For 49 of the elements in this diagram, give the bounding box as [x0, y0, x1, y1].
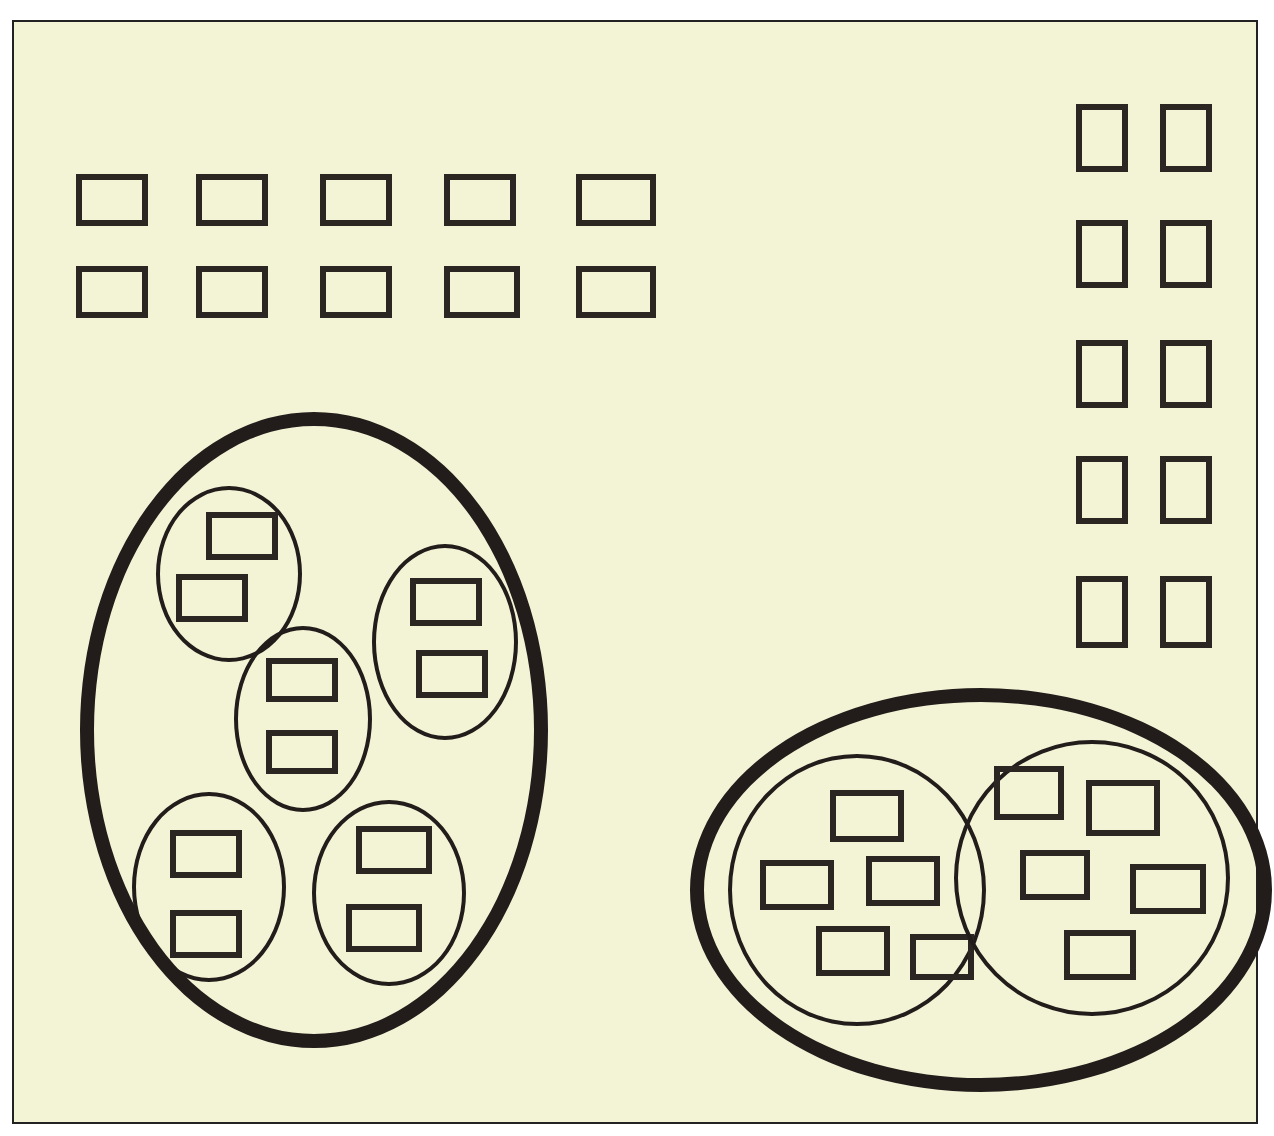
rectangle-symbol — [355, 825, 431, 873]
subgroup-outline — [728, 754, 986, 1026]
rectangle-symbol — [815, 925, 889, 975]
rectangle-symbol — [320, 174, 392, 226]
rectangle-symbol — [345, 903, 421, 951]
rectangle-symbol — [265, 729, 337, 773]
rectangle-symbol — [1076, 104, 1128, 172]
rectangle-symbol — [205, 511, 277, 559]
rectangle-symbol — [1063, 929, 1135, 979]
rectangle-symbol — [320, 266, 392, 318]
group-outline — [80, 412, 548, 1048]
subgroup-outline — [234, 626, 372, 812]
rectangle-symbol — [196, 266, 268, 318]
subgroup-outline — [312, 800, 466, 986]
subgroup-outline — [954, 740, 1230, 1016]
rectangle-symbol — [1160, 456, 1212, 524]
rectangle-symbol — [265, 657, 337, 701]
rectangle-symbol — [1019, 849, 1089, 899]
rectangle-symbol — [76, 266, 148, 318]
rectangle-symbol — [829, 789, 903, 841]
rectangle-symbol — [1076, 576, 1128, 648]
rectangle-symbol — [1076, 220, 1128, 288]
rectangle-symbol — [415, 649, 487, 697]
rectangle-symbol — [993, 765, 1063, 819]
rectangle-symbol — [759, 859, 833, 909]
rectangle-symbol — [409, 577, 481, 625]
rectangle-symbol — [909, 933, 973, 979]
rectangle-symbol — [1160, 220, 1212, 288]
rectangle-symbol — [1160, 576, 1212, 648]
rectangle-symbol — [1085, 779, 1159, 835]
rectangle-symbol — [76, 174, 148, 226]
rectangle-symbol — [444, 266, 520, 318]
rectangle-symbol — [175, 573, 247, 621]
subgroup-outline — [156, 486, 302, 662]
subgroup-outline — [372, 544, 518, 740]
group-outline — [690, 688, 1272, 1092]
rectangle-symbol — [576, 174, 656, 226]
rectangle-symbol — [169, 829, 241, 877]
rectangle-symbol — [865, 855, 939, 905]
rectangle-symbol — [169, 909, 241, 957]
rectangle-symbol — [196, 174, 268, 226]
rectangle-symbol — [444, 174, 516, 226]
rectangle-symbol — [1076, 456, 1128, 524]
rectangle-symbol — [1076, 340, 1128, 408]
subgroup-outline — [132, 792, 286, 982]
rectangle-symbol — [1129, 863, 1205, 913]
rectangle-symbol — [1160, 104, 1212, 172]
rectangle-symbol — [1160, 340, 1212, 408]
rectangle-symbol — [576, 266, 656, 318]
